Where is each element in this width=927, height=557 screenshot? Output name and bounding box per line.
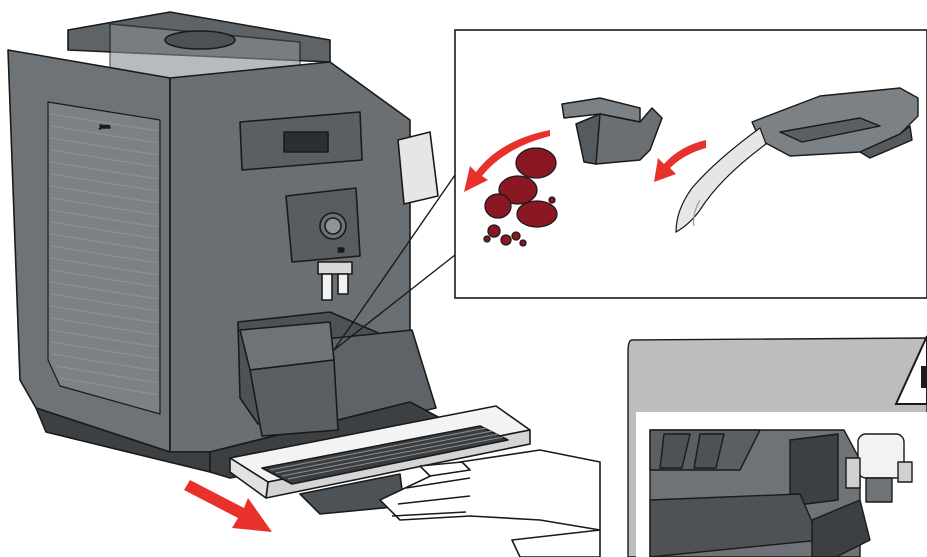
side-grille [48, 102, 160, 414]
detail-callout [455, 30, 927, 298]
brand-logo-side: jura [99, 124, 110, 130]
display-screen [284, 132, 328, 152]
coffee-machine: jura E8 [8, 12, 440, 478]
model-label: E8 [338, 248, 344, 254]
warning-panel [628, 336, 927, 557]
